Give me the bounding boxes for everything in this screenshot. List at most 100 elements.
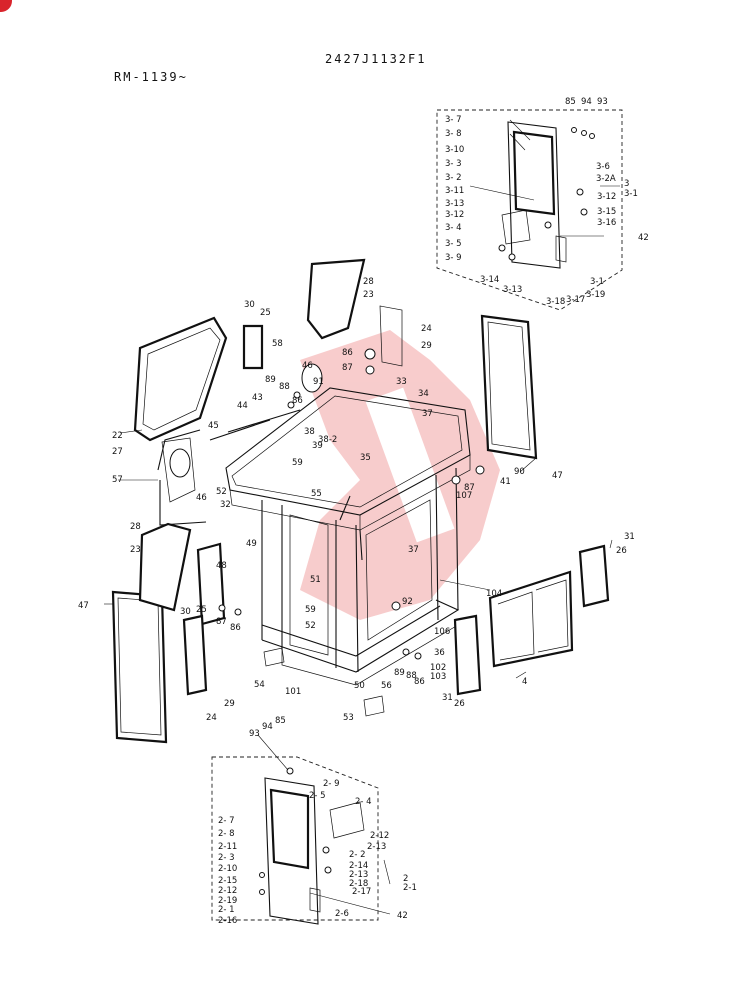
part-label: 33 <box>396 377 407 387</box>
part-label: 47 <box>552 471 563 481</box>
part-label: 86 <box>414 677 425 687</box>
drawing-number: 2427J1132F1 <box>325 52 427 66</box>
part-label: 51 <box>310 575 321 585</box>
part-label: 3- 5 <box>445 239 462 249</box>
part-label: 102 <box>430 663 446 673</box>
part-label: 24 <box>421 324 432 334</box>
part-label: 47 <box>78 601 89 611</box>
part-label: 93 <box>597 97 608 107</box>
part-label: 35 <box>360 453 371 463</box>
part-label: 3-18 <box>546 297 565 307</box>
part-label: 85 <box>275 716 286 726</box>
part-label: 3-16 <box>597 218 616 228</box>
part-label: 88 <box>279 382 290 392</box>
part-label: 2-17 <box>352 887 371 897</box>
part-label: 3 <box>624 179 629 189</box>
part-label: 22 <box>112 431 123 441</box>
part-label: 55 <box>311 489 322 499</box>
part-label: 26 <box>616 546 627 556</box>
part-label: 2-16 <box>218 916 237 926</box>
part-label: 26 <box>454 699 465 709</box>
part-label: 27 <box>112 447 123 457</box>
part-label: 58 <box>272 339 283 349</box>
part-label: 86 <box>230 623 241 633</box>
part-label: 52 <box>216 487 227 497</box>
part-label: 52 <box>305 621 316 631</box>
part-label: 43 <box>252 393 263 403</box>
part-label: 25 <box>260 308 271 318</box>
part-label: 2- 8 <box>218 829 235 839</box>
top-door-assembly <box>436 109 623 311</box>
part-label: 3- 7 <box>445 115 462 125</box>
part-label: 3-13 <box>445 199 464 209</box>
bottom-door-assembly <box>211 756 379 925</box>
part-label: 3-1 <box>624 189 638 199</box>
part-label: 38-2 <box>318 435 337 445</box>
part-label: 29 <box>421 341 432 351</box>
part-label: 2-13 <box>367 842 386 852</box>
part-label: 3- 4 <box>445 223 462 233</box>
right-glass-panels <box>306 258 610 696</box>
part-label: 90 <box>514 467 525 477</box>
part-label: 101 <box>285 687 301 697</box>
part-label: 25 <box>196 605 207 615</box>
part-label: 54 <box>254 680 265 690</box>
part-label: 34 <box>418 389 429 399</box>
part-label: 2-12 <box>218 886 237 896</box>
leader-lines <box>104 119 620 915</box>
part-label: 30 <box>244 300 255 310</box>
part-label: 103 <box>430 672 446 682</box>
part-label: 89 <box>265 375 276 385</box>
part-label: 49 <box>246 539 257 549</box>
part-label: 59 <box>292 458 303 468</box>
part-label: 94 <box>262 722 273 732</box>
part-label: 2-6 <box>335 909 349 919</box>
part-label: 3- 9 <box>445 253 462 263</box>
part-label: 44 <box>237 401 248 411</box>
part-label: 2- 9 <box>323 779 340 789</box>
part-label: 2 <box>403 874 408 884</box>
part-label: 89 <box>394 668 405 678</box>
part-label: 3-6 <box>596 162 610 172</box>
part-label: 45 <box>208 421 219 431</box>
part-label: 53 <box>343 713 354 723</box>
part-label: 37 <box>408 545 419 555</box>
part-label: 3-2A <box>596 174 616 184</box>
part-label: 57 <box>112 475 123 485</box>
part-label: 3-17 <box>566 295 585 305</box>
part-label: 32 <box>220 500 231 510</box>
serial-range: RM-1139~ <box>114 70 188 84</box>
part-label: 46 <box>196 493 207 503</box>
part-label: 2-18 <box>349 879 368 889</box>
part-label: 2- 1 <box>218 905 235 915</box>
part-label: 2-15 <box>218 876 237 886</box>
part-label: 23 <box>130 545 141 555</box>
part-label: 2- 4 <box>355 797 372 807</box>
part-label: 2-10 <box>218 864 237 874</box>
part-label: 3-10 <box>445 145 464 155</box>
cab-body <box>225 387 471 686</box>
part-label: 46 <box>302 361 313 371</box>
part-label: 93 <box>249 729 260 739</box>
part-label: 29 <box>224 699 235 709</box>
part-label: 31 <box>442 693 453 703</box>
part-label: 2- 5 <box>309 791 326 801</box>
part-label: 37 <box>422 409 433 419</box>
part-label: 85 <box>565 97 576 107</box>
part-label: 41 <box>500 477 511 487</box>
part-label: 3-13 <box>503 285 522 295</box>
part-label: 4 <box>522 677 527 687</box>
part-label: 91 <box>313 377 324 387</box>
part-label: 59 <box>305 605 316 615</box>
part-label: 50 <box>354 681 365 691</box>
part-label: 2-12 <box>370 831 389 841</box>
part-label: 2-11 <box>218 842 237 852</box>
part-label: 23 <box>363 290 374 300</box>
part-label: 87 <box>342 363 353 373</box>
part-label: 36 <box>434 648 445 658</box>
part-label: 2-14 <box>349 861 368 871</box>
part-label: 31 <box>624 532 635 542</box>
part-label: 106 <box>434 627 450 637</box>
